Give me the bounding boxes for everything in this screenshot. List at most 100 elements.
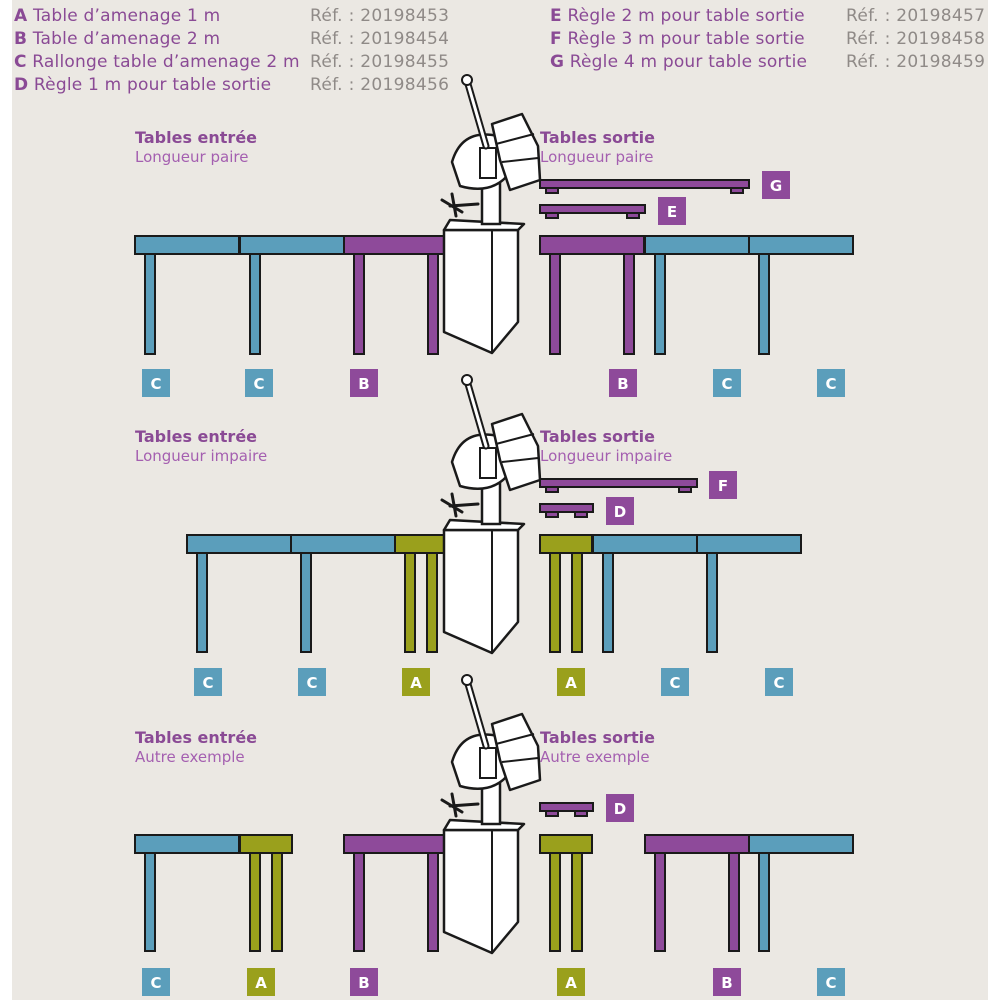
rule-bar bbox=[539, 503, 594, 513]
rule bbox=[539, 503, 594, 518]
badge-letter: A bbox=[255, 974, 267, 992]
rule bbox=[539, 179, 750, 194]
badge-c: C bbox=[298, 668, 326, 696]
table-top bbox=[539, 235, 645, 255]
table-c bbox=[186, 534, 292, 653]
table-top bbox=[696, 534, 802, 554]
legend-ref: Réf. : 20198453 bbox=[310, 6, 450, 26]
badge-d: D bbox=[606, 794, 634, 822]
legend-label: Table d’amenage 2 m bbox=[32, 29, 221, 49]
rule-foot bbox=[545, 486, 559, 493]
legend-ref: Réf. : 20198456 bbox=[310, 75, 450, 95]
badge-letter: B bbox=[721, 974, 732, 992]
table-c bbox=[239, 235, 345, 355]
saw-pedestal bbox=[442, 528, 520, 655]
badge-letter: C bbox=[669, 674, 680, 692]
table-top bbox=[134, 235, 240, 255]
table-top bbox=[394, 534, 448, 554]
badge-letter: B bbox=[358, 375, 369, 393]
rule bbox=[539, 478, 698, 493]
badge-b: B bbox=[350, 369, 378, 397]
badge-b: B bbox=[609, 369, 637, 397]
rule-foot bbox=[574, 511, 588, 518]
badge-square bbox=[142, 968, 170, 996]
table-leg bbox=[427, 852, 439, 952]
table-leg bbox=[426, 552, 438, 653]
badge-c: C bbox=[245, 369, 273, 397]
table-leg bbox=[144, 852, 156, 952]
table-leg bbox=[758, 253, 770, 355]
section-2-sortie-subtitle: Longueur impaire bbox=[540, 447, 673, 465]
rules: FD bbox=[539, 471, 737, 525]
badge-letter: C bbox=[773, 674, 784, 692]
saw-lever bbox=[440, 792, 480, 818]
table-leg bbox=[549, 852, 561, 952]
table-leg bbox=[623, 253, 635, 355]
badge-letter: C bbox=[825, 375, 836, 393]
table-b bbox=[343, 235, 449, 355]
table-top bbox=[539, 534, 593, 554]
badge-square bbox=[142, 369, 170, 397]
table-top bbox=[343, 235, 449, 255]
rule-foot bbox=[545, 212, 559, 219]
legend-item-f: F Règle 3 m pour table sortie bbox=[550, 29, 805, 49]
section-1-entree-title: Tables entrée bbox=[135, 128, 258, 147]
legend-key: B bbox=[14, 29, 28, 49]
legend-item-b: B Table d’amenage 2 m bbox=[14, 29, 220, 49]
table-leg bbox=[353, 852, 365, 952]
table-top bbox=[239, 834, 293, 854]
sortie-tables bbox=[539, 534, 802, 653]
table-b bbox=[343, 834, 449, 952]
legend-ref: Réf. : 20198457 bbox=[846, 6, 986, 26]
legend-key: F bbox=[550, 29, 562, 49]
legend-label: Rallonge table d’amenage 2 m bbox=[32, 52, 300, 72]
badge-square bbox=[350, 968, 378, 996]
legend-label: Règle 1 m pour table sortie bbox=[33, 75, 272, 95]
badge-square bbox=[817, 369, 845, 397]
badge-square bbox=[350, 369, 378, 397]
badge-square bbox=[557, 968, 585, 996]
section-2-entree-title: Tables entrée bbox=[135, 427, 258, 446]
table-top bbox=[748, 834, 854, 854]
section-2-entree-subtitle: Longueur impaire bbox=[135, 447, 268, 465]
badge-square bbox=[658, 197, 686, 225]
badge-letter: D bbox=[614, 503, 626, 521]
cutting-machine bbox=[440, 74, 542, 355]
table-leg bbox=[249, 253, 261, 355]
table-leg bbox=[427, 253, 439, 355]
legend-ref: Réf. : 20198454 bbox=[310, 29, 450, 49]
rule-bar bbox=[539, 802, 594, 812]
table-top bbox=[290, 534, 396, 554]
badge-a: A bbox=[557, 968, 585, 996]
badge-c: C bbox=[817, 369, 845, 397]
badge-letter: C bbox=[721, 375, 732, 393]
saw-vise bbox=[479, 147, 497, 179]
legend-item-e: E Règle 2 m pour table sortie bbox=[550, 6, 805, 26]
table-leg bbox=[571, 852, 583, 952]
badge-letter: A bbox=[410, 674, 422, 692]
table-b bbox=[644, 834, 750, 952]
table-top bbox=[748, 235, 854, 255]
table-c bbox=[696, 534, 802, 653]
table-leg bbox=[571, 552, 583, 653]
badge-square bbox=[247, 968, 275, 996]
rule-foot bbox=[626, 212, 640, 219]
table-leg bbox=[654, 852, 666, 952]
legend-label: Règle 3 m pour table sortie bbox=[567, 29, 805, 49]
section-3: D C A B A B C bbox=[134, 674, 854, 996]
legend-item-a: A Table d’amenage 1 m bbox=[14, 6, 220, 26]
badge-square bbox=[606, 497, 634, 525]
badge-square bbox=[609, 369, 637, 397]
rule-bar bbox=[539, 478, 698, 488]
legend-key: E bbox=[550, 6, 562, 26]
table-c bbox=[134, 834, 240, 952]
entree-tables bbox=[134, 235, 449, 355]
section-3-entree-subtitle: Autre exemple bbox=[135, 748, 245, 766]
badge-letter: C bbox=[202, 674, 213, 692]
table-leg bbox=[549, 552, 561, 653]
badge-c: C bbox=[661, 668, 689, 696]
badge-letter: B bbox=[358, 974, 369, 992]
saw-pedestal bbox=[442, 228, 520, 355]
table-leg bbox=[144, 253, 156, 355]
rule-foot bbox=[574, 810, 588, 817]
